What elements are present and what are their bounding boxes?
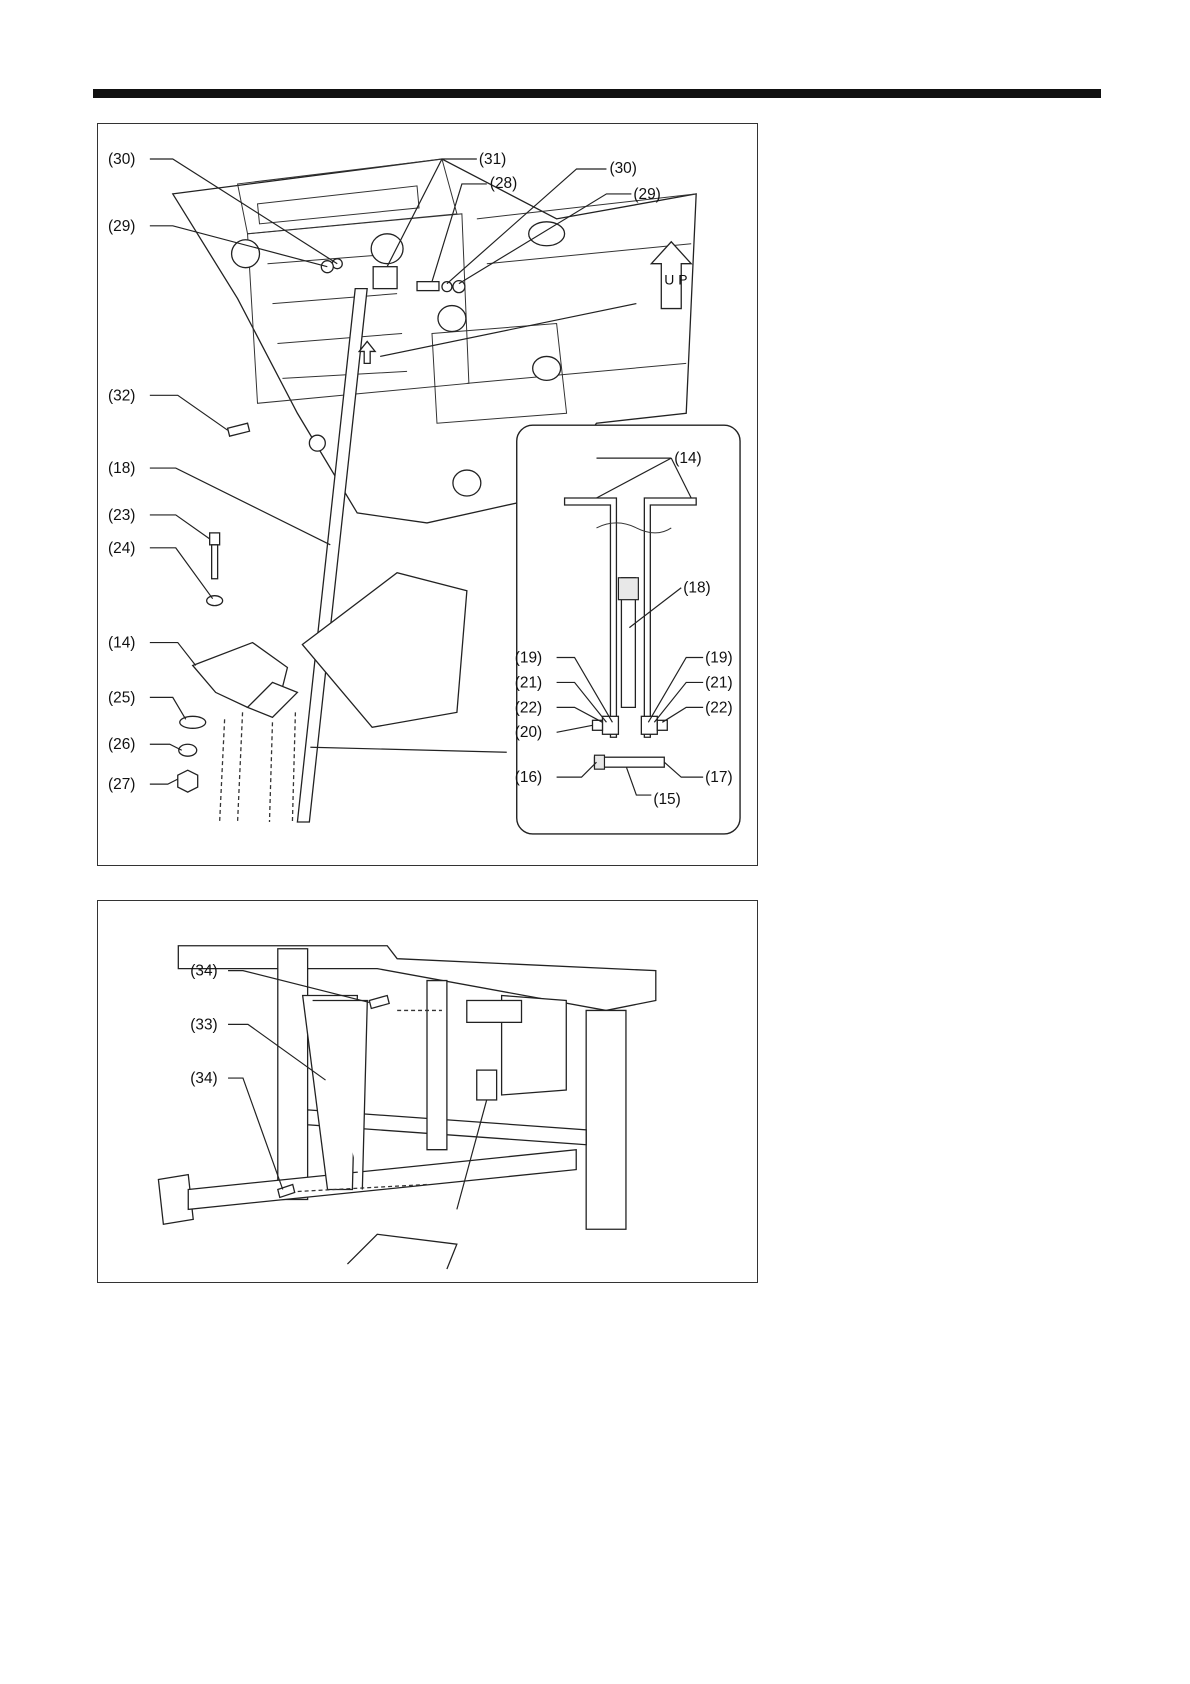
bed-hole	[529, 222, 565, 246]
rubber-cushion-low	[453, 470, 481, 496]
leader-14	[150, 643, 196, 666]
leader-32	[150, 395, 228, 430]
label-34-top: (34)	[190, 963, 217, 980]
bolt-23-shank	[212, 545, 218, 579]
cushion-bolt	[309, 435, 325, 451]
leader-26	[150, 744, 182, 750]
label-32: (32)	[108, 387, 135, 404]
rubber-cushion-left	[232, 240, 260, 268]
inset-label-17: (17)	[705, 769, 732, 786]
inset-label-18: (18)	[683, 580, 710, 597]
table-top	[178, 946, 655, 1011]
inset-label-19-right: (19)	[705, 649, 732, 666]
label-27: (27)	[108, 776, 135, 793]
label-30-left: (30)	[108, 151, 135, 168]
leader-23	[150, 515, 210, 539]
washer-24	[207, 596, 223, 606]
rubber-cushion-mid	[438, 306, 466, 332]
label-23: (23)	[108, 507, 135, 524]
table-leg-right	[586, 1010, 626, 1229]
leader-to-inset	[310, 747, 506, 752]
leader-18	[150, 468, 330, 545]
top-rule	[93, 89, 1101, 98]
pedal-tray	[347, 1234, 456, 1269]
up-arrow-text: U P	[664, 272, 687, 288]
inset-label-22-left: (22)	[515, 699, 542, 716]
bracket-31	[373, 267, 397, 289]
label-33: (33)	[190, 1016, 217, 1033]
bolt-32	[228, 423, 250, 436]
sensor-unit	[477, 1070, 497, 1100]
rubber-cushion-top	[371, 234, 403, 264]
inset-label-14: (14)	[674, 450, 701, 467]
bolt-23-head	[210, 533, 220, 545]
figure-2-drawing: (34) (33) (34)	[98, 901, 757, 1282]
leader-25	[150, 697, 186, 719]
label-24: (24)	[108, 540, 135, 557]
leader-34-bottom	[228, 1078, 283, 1189]
cable	[457, 1100, 487, 1209]
inset-label-19-left: (19)	[515, 649, 542, 666]
label-28: (28)	[490, 175, 517, 192]
inset-rod-end	[618, 578, 638, 600]
label-25: (25)	[108, 689, 135, 706]
inset-label-21-left: (21)	[515, 674, 542, 691]
cross-bar	[188, 1150, 576, 1210]
label-14: (14)	[108, 635, 135, 652]
figure-1-drawing: U P (30) (31) (28) (30) (29) (29) (32) (…	[98, 124, 757, 865]
pin-28	[417, 282, 439, 291]
inset-label-22-right: (22)	[705, 699, 732, 716]
inset-label-21-right: (21)	[705, 674, 732, 691]
label-34-bottom: (34)	[190, 1070, 217, 1087]
label-29-right: (29)	[633, 186, 660, 203]
inset-nut-right	[641, 716, 657, 734]
clip-29-right	[453, 281, 465, 293]
label-26: (26)	[108, 736, 135, 753]
label-30-right: (30)	[609, 160, 636, 177]
switch-panel	[467, 1000, 522, 1022]
dashed-table-legs	[220, 712, 296, 822]
leader-24	[150, 548, 213, 599]
label-29-left: (29)	[108, 218, 135, 235]
figure-1-assembly-diagram: U P (30) (31) (28) (30) (29) (29) (32) (…	[97, 123, 758, 866]
vertical-stay	[427, 981, 447, 1150]
screw-34-top	[369, 996, 389, 1009]
inset-label-15: (15)	[653, 791, 680, 808]
nut-27	[178, 770, 198, 792]
bed-hole-2	[533, 356, 561, 380]
label-31: (31)	[479, 151, 506, 168]
leader-27	[150, 779, 178, 784]
inset-label-16: (16)	[515, 769, 542, 786]
inset-label-20: (20)	[515, 724, 542, 741]
figure-2-assembly-diagram: (34) (33) (34)	[97, 900, 758, 1283]
washer-25	[180, 716, 206, 728]
label-18: (18)	[108, 460, 135, 477]
